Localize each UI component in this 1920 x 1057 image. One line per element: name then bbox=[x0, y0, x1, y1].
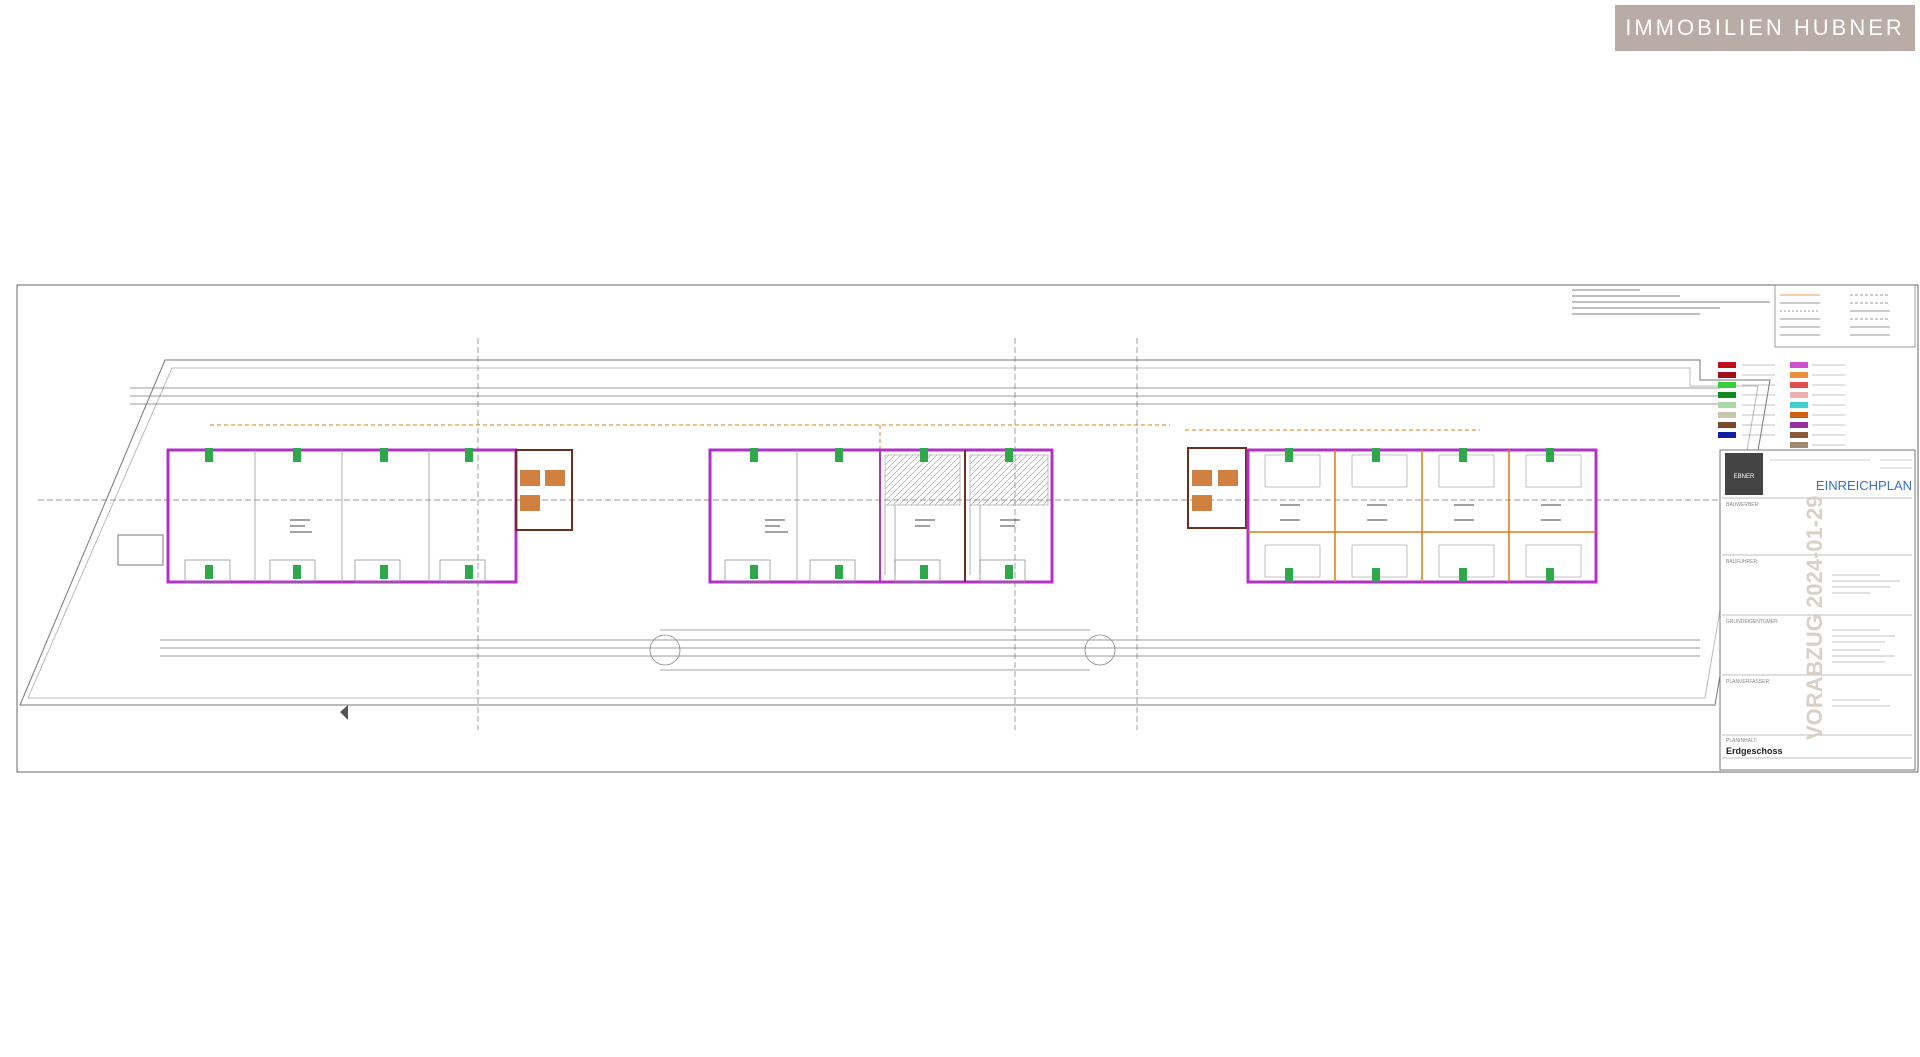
legend-swatch-left-3 bbox=[1718, 392, 1736, 398]
firm-logo bbox=[1725, 453, 1763, 495]
legend-swatch-right-6 bbox=[1790, 422, 1808, 428]
section-grundeigentuemer: GRUNDEIGENTÜMER: bbox=[1726, 618, 1779, 625]
legend-swatch-left-1 bbox=[1718, 372, 1736, 378]
legend-swatch-right-4 bbox=[1790, 402, 1808, 408]
building-1 bbox=[117, 448, 573, 584]
section-planinhalt: PLANINHALT: bbox=[1726, 738, 1757, 744]
drawing-frame bbox=[16, 284, 1919, 773]
legend-swatch-right-1 bbox=[1790, 372, 1808, 378]
legend-swatch-right-2 bbox=[1790, 382, 1808, 388]
firm-name: EBNER bbox=[1734, 474, 1755, 480]
legend-swatch-left-4 bbox=[1718, 402, 1736, 408]
legend-swatch-right-3 bbox=[1790, 392, 1808, 398]
legend-swatch-right-5 bbox=[1790, 412, 1808, 418]
legend-swatch-left-5 bbox=[1718, 412, 1736, 418]
legend-swatch-left-0 bbox=[1718, 362, 1736, 368]
legend-swatch-right-8 bbox=[1790, 442, 1808, 448]
dimension-lines bbox=[38, 338, 1750, 730]
room-labels bbox=[290, 504, 1561, 533]
plan-type: EINREICHPLAN bbox=[1816, 478, 1912, 493]
draft-stamp: VORABZUG 2024-01-29 bbox=[1802, 495, 1827, 740]
brand-logo: IMMOBILIEN HUBNER bbox=[1615, 5, 1915, 51]
legend-swatch-right-0 bbox=[1790, 362, 1808, 368]
section-planverfasser: PLANVERFASSER: bbox=[1726, 679, 1770, 685]
legend-swatch-left-7 bbox=[1718, 432, 1736, 438]
site-boundary bbox=[19, 359, 1771, 706]
sheet-title: Erdgeschoss bbox=[1726, 746, 1783, 756]
section-bauwerber: BAUWERBER: bbox=[1726, 502, 1760, 508]
title-block: EBNER EINREICHPLAN BAUWERBER: BAUFÜHRER:… bbox=[1719, 449, 1916, 771]
section-baufuehrer: BAUFÜHRER: bbox=[1726, 558, 1759, 565]
line-legend bbox=[1774, 284, 1916, 348]
building-2 bbox=[708, 448, 1054, 584]
north-arrow-icon bbox=[340, 705, 348, 720]
material-legend bbox=[1718, 362, 1845, 448]
legend-swatch-left-2 bbox=[1718, 382, 1736, 388]
access-path bbox=[649, 629, 1116, 671]
building-3 bbox=[1187, 447, 1598, 584]
legend-swatch-right-7 bbox=[1790, 432, 1808, 438]
plan-notes bbox=[1572, 289, 1770, 315]
legend-swatch-left-6 bbox=[1718, 422, 1736, 428]
